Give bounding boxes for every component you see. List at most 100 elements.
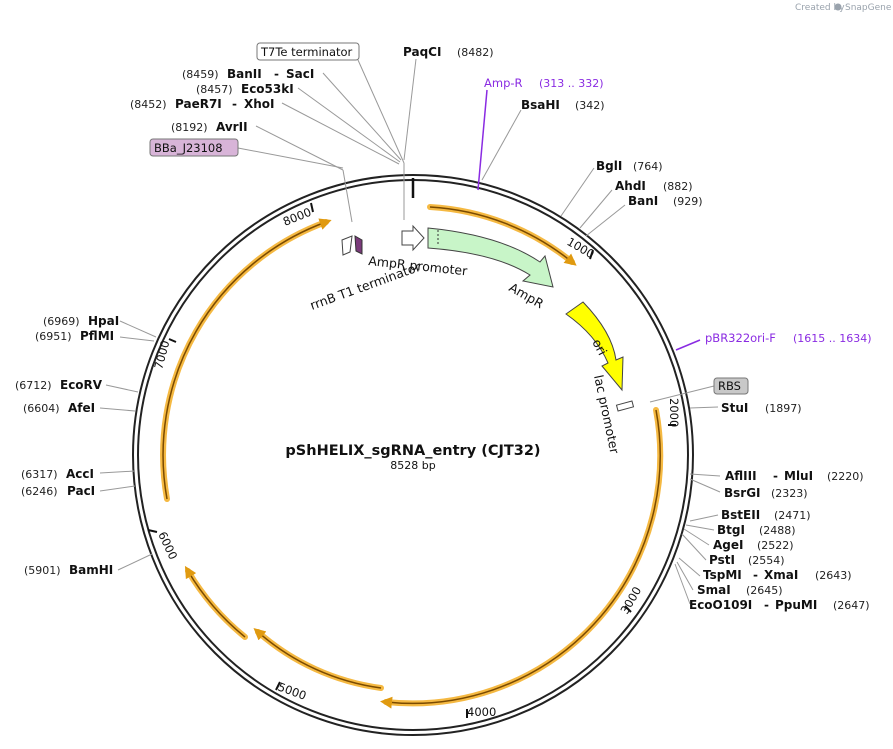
lac-promoter-label: lac promoter xyxy=(591,374,622,456)
svg-text:(2522): (2522) xyxy=(757,539,794,552)
site-bani[interactable]: BanI xyxy=(628,194,658,208)
site-xmai[interactable]: XmaI xyxy=(764,568,798,582)
svg-text:(5901): (5901) xyxy=(24,564,61,577)
svg-text:(1897): (1897) xyxy=(765,402,802,415)
site-smai[interactable]: SmaI xyxy=(697,583,731,597)
snapgene-brand: SnapGene xyxy=(845,3,892,13)
tick-marks xyxy=(147,202,676,718)
site-paci[interactable]: PacI xyxy=(67,484,95,498)
svg-text:(2554): (2554) xyxy=(748,554,785,567)
site-avrii[interactable]: AvrII xyxy=(216,120,248,134)
tick-2000: 2000 xyxy=(667,398,681,427)
site-bsteii[interactable]: BstEII xyxy=(721,508,760,522)
rbs-label[interactable]: RBS xyxy=(718,379,741,393)
site-paqci[interactable]: PaqCI xyxy=(403,45,441,59)
svg-text:(342): (342) xyxy=(575,99,605,112)
tick-8000: 8000 xyxy=(281,205,313,229)
site-agei[interactable]: AgeI xyxy=(713,538,743,552)
site-paer7i[interactable]: PaeR7I xyxy=(175,97,222,111)
plasmid-title: pShHELIX_sgRNA_entry (CJT32) xyxy=(285,443,540,459)
tick-5000: 5000 xyxy=(276,680,308,703)
site-psti[interactable]: PstI xyxy=(709,553,735,567)
site-hpai[interactable]: HpaI xyxy=(88,314,119,328)
site-banii[interactable]: BanII xyxy=(227,67,262,81)
tick-7000: 7000 xyxy=(151,339,172,371)
svg-text:(6604): (6604) xyxy=(23,402,60,415)
svg-text:(2643): (2643) xyxy=(815,569,852,582)
ori-feature xyxy=(565,301,624,392)
bba-feature xyxy=(354,235,363,255)
tick-4000: 4000 xyxy=(467,705,496,719)
svg-text:(2220): (2220) xyxy=(827,470,864,483)
orf-arc-4 xyxy=(185,568,248,640)
site-tspmi[interactable]: TspMI xyxy=(703,568,742,582)
svg-text:(6969): (6969) xyxy=(43,315,80,328)
site-ahdi[interactable]: AhdI xyxy=(615,179,646,193)
svg-text:-: - xyxy=(773,469,778,483)
svg-text:(6246): (6246) xyxy=(21,485,58,498)
amp-r-primer-range: (313 .. 332) xyxy=(539,77,604,90)
t7te-box xyxy=(256,42,360,61)
svg-text:(8192): (8192) xyxy=(171,121,208,134)
site-bamhi[interactable]: BamHI xyxy=(69,563,113,577)
tick-6000: 6000 xyxy=(155,529,180,561)
svg-text:-: - xyxy=(753,568,758,582)
rbs-box xyxy=(713,377,749,395)
pbr322-primer-mark xyxy=(675,339,701,351)
site-pflmi[interactable]: PflMI xyxy=(80,329,114,343)
svg-text:(8482): (8482) xyxy=(457,46,494,59)
lac-promoter-feature xyxy=(615,400,635,412)
svg-text:(2323): (2323) xyxy=(771,487,808,500)
svg-text:(8457): (8457) xyxy=(196,83,233,96)
amp-r-primer-mark xyxy=(477,89,488,191)
svg-text:(764): (764) xyxy=(633,160,663,173)
site-bsrgi[interactable]: BsrGI xyxy=(724,486,761,500)
leader-lines xyxy=(99,58,721,605)
site-ppumi[interactable]: PpuMI xyxy=(775,598,817,612)
svg-text:(2488): (2488) xyxy=(759,524,796,537)
pbr322-primer-range: (1615 .. 1634) xyxy=(793,332,872,345)
svg-text:-: - xyxy=(274,67,279,81)
t7te-label[interactable]: T7Te terminator xyxy=(260,45,353,59)
svg-text:-: - xyxy=(764,598,769,612)
ori-label: ori xyxy=(589,336,610,357)
svg-text:(6712): (6712) xyxy=(15,379,52,392)
svg-text:(8452): (8452) xyxy=(130,98,167,111)
svg-text:(6951): (6951) xyxy=(35,330,72,343)
svg-text:(6317): (6317) xyxy=(21,468,58,481)
svg-text:-: - xyxy=(232,97,237,111)
amp-r-primer-name: Amp-R xyxy=(484,76,523,90)
svg-text:(2471): (2471) xyxy=(774,509,811,522)
plasmid-length: 8528 bp xyxy=(390,459,435,472)
svg-text:(8459): (8459) xyxy=(182,68,219,81)
svg-text:(882): (882) xyxy=(663,180,693,193)
svg-text:(2647): (2647) xyxy=(833,599,870,612)
site-xhoi[interactable]: XhoI xyxy=(244,97,275,111)
ampr-promoter-feature xyxy=(401,224,425,252)
site-ecorv[interactable]: EcoRV xyxy=(60,378,103,392)
orf-arcs xyxy=(160,204,664,709)
rrnb-feature xyxy=(341,235,353,256)
orf-arc-3 xyxy=(255,629,384,691)
site-saci[interactable]: SacI xyxy=(286,67,314,81)
site-btgi[interactable]: BtgI xyxy=(717,523,745,537)
site-bsahi[interactable]: BsaHI xyxy=(521,98,560,112)
site-mlui[interactable]: MluI xyxy=(784,469,813,483)
bba-box xyxy=(149,138,239,157)
site-afei[interactable]: AfeI xyxy=(68,401,95,415)
ampr-feature xyxy=(427,227,554,288)
site-bgli[interactable]: BglI xyxy=(596,159,622,173)
rrnb-label: rrnB T1 terminator xyxy=(308,259,423,313)
site-eco53ki[interactable]: Eco53kI xyxy=(241,82,294,96)
bba-label[interactable]: BBa_J23108 xyxy=(154,141,223,155)
svg-text:(929): (929) xyxy=(673,195,703,208)
site-ecoo109i[interactable]: EcoO109I xyxy=(689,598,752,612)
site-afliii[interactable]: AflIII xyxy=(725,469,757,483)
svg-text:(2645): (2645) xyxy=(746,584,783,597)
site-stui[interactable]: StuI xyxy=(721,401,748,415)
pbr322-primer-name: pBR322ori-F xyxy=(705,331,776,345)
created-by-label: Created by xyxy=(795,3,845,13)
snapgene-logo-icon xyxy=(834,3,842,11)
site-acci[interactable]: AccI xyxy=(66,467,94,481)
